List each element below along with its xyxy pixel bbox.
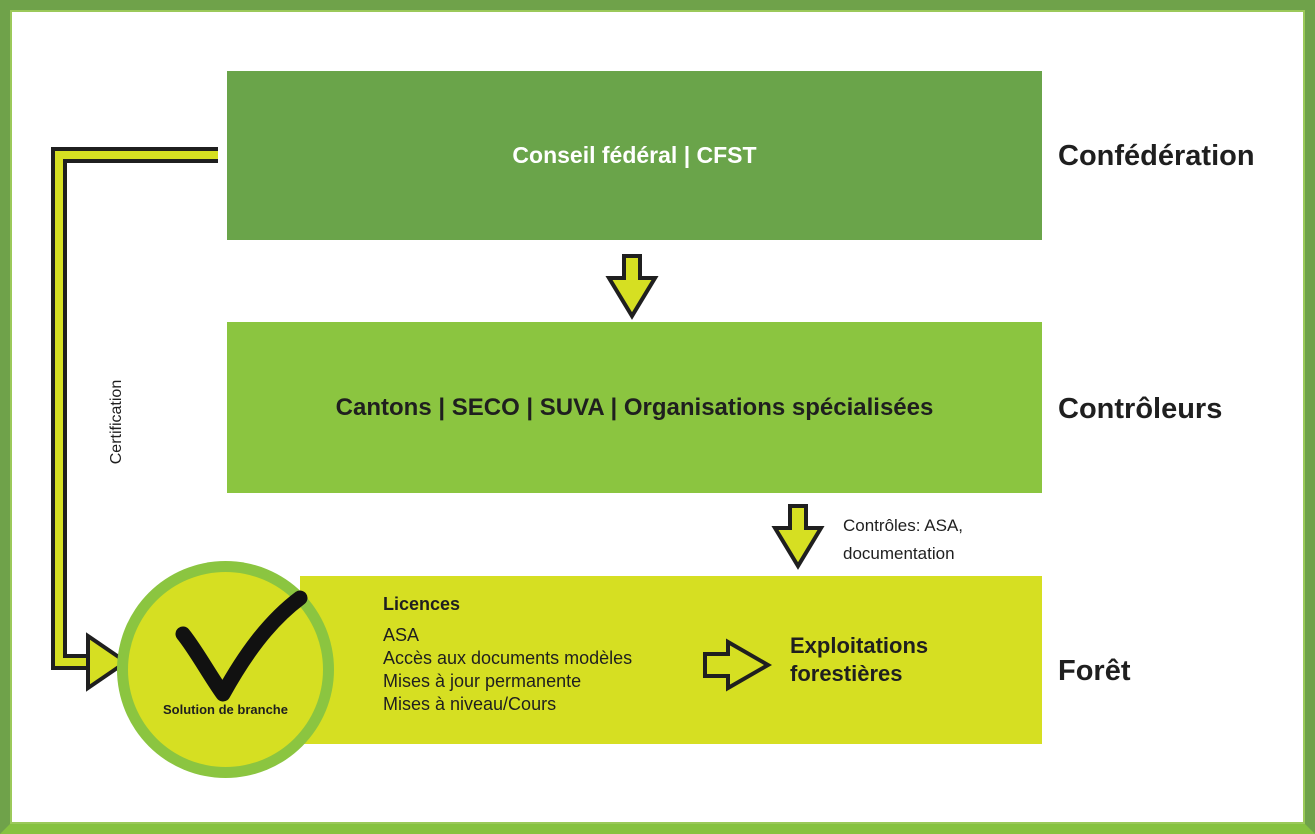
licences-item: Mises à niveau/Cours bbox=[383, 694, 557, 714]
seal-label: Solution de branche bbox=[163, 702, 288, 717]
down-arrow-icon bbox=[771, 504, 825, 570]
licences-item: Mises à jour permanente bbox=[383, 671, 582, 691]
controles-line-1: Contrôles: ASA, bbox=[843, 516, 964, 535]
licences-item: ASA bbox=[383, 625, 420, 645]
licences-list: Licences ASA Accès aux documents modèles… bbox=[383, 594, 632, 716]
down-arrow-icon bbox=[605, 254, 659, 320]
solution-de-branche-seal: Solution de branche bbox=[128, 572, 323, 767]
controles-label: Contrôles: ASA, documentation bbox=[843, 512, 963, 568]
certification-arrow-head bbox=[86, 632, 130, 692]
box-cantons-label: Cantons | SECO | SUVA | Organisations sp… bbox=[335, 393, 934, 421]
exploitations-line-2: forestières bbox=[790, 661, 903, 686]
right-arrow-icon bbox=[703, 638, 773, 692]
controles-line-2: documentation bbox=[843, 544, 955, 563]
licences-title: Licences bbox=[383, 594, 461, 614]
box-conseil-federal-label: Conseil fédéral | CFST bbox=[512, 142, 757, 168]
licences-item: Accès aux documents modèles bbox=[383, 648, 633, 668]
box-foret bbox=[300, 576, 1042, 744]
box-conseil-federal: Conseil fédéral | CFST bbox=[227, 71, 1042, 240]
checkmark-icon bbox=[175, 590, 308, 702]
exploitations-forestieres-label: Exploitations forestières bbox=[790, 632, 1010, 688]
level-label-controleurs: Contrôleurs bbox=[1058, 393, 1223, 425]
level-label-confederation: Confédération bbox=[1058, 140, 1255, 172]
box-cantons: Cantons | SECO | SUVA | Organisations sp… bbox=[227, 322, 1042, 493]
level-label-foret: Forêt bbox=[1058, 655, 1131, 687]
exploitations-line-1: Exploitations bbox=[790, 633, 929, 658]
